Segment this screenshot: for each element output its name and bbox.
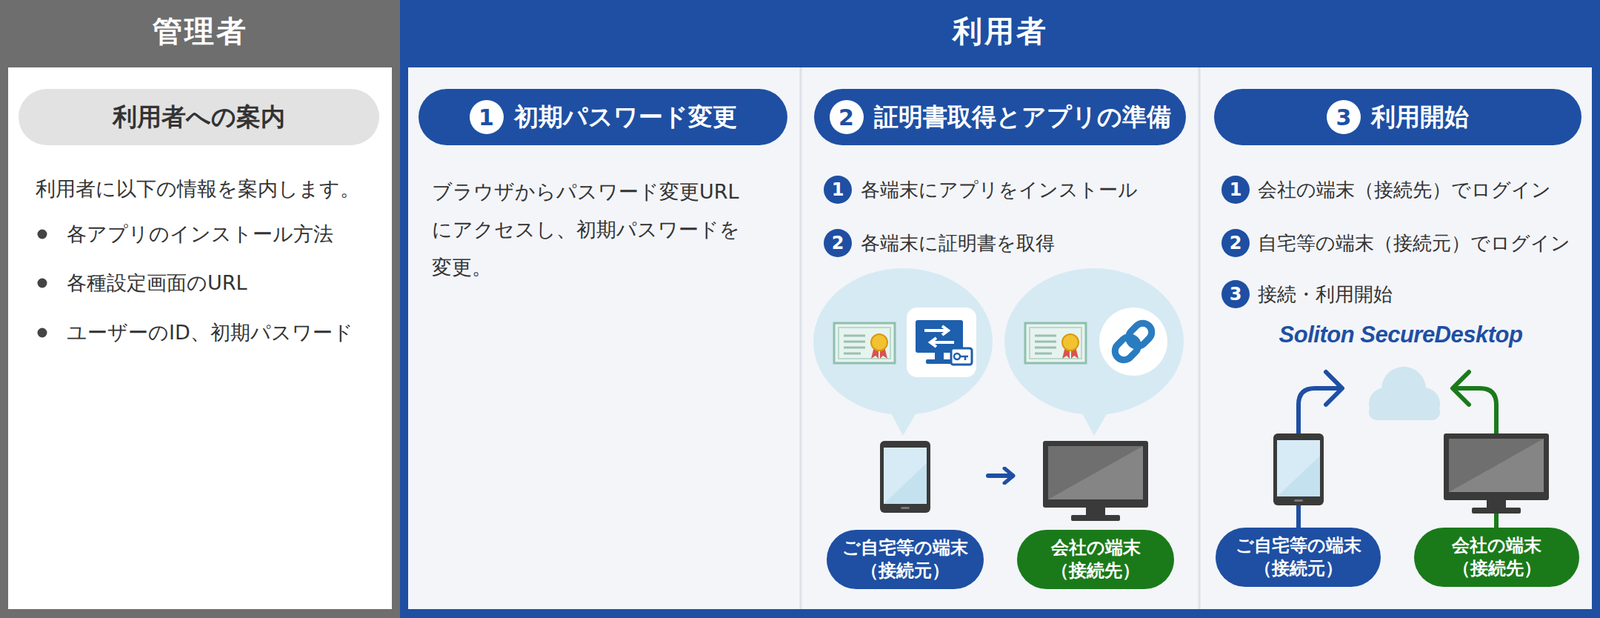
section-pill: 利用者への案内 [18, 88, 380, 146]
note-text: 各アプリのインストール方法 [66, 220, 334, 248]
step-pill: 2 証明書取得とアプリの準備 [814, 88, 1186, 146]
note-text: 各種設定画面のURL [66, 269, 248, 297]
role-column: 1 初期パスワード変更 2 証明書取得とアプリの準備 3 利用開始ご自宅等の端末 （接続元… [400, 0, 1600, 618]
column-divider [800, 67, 803, 609]
role-column: 利用者への案内 管理者 [0, 0, 400, 618]
note-text: ブラウザからパスワード変更URLにアクセスし、初期パスワードを変更。 [431, 172, 758, 286]
column-heading: 利用者 [400, 0, 1600, 63]
device-label: 会社の端末 （接続先） [1017, 437, 1175, 589]
device-name: ご自宅等の端末 （接続元） [826, 529, 984, 589]
step-title: 証明書取得とアプリの準備 [874, 100, 1172, 135]
tablet-device [880, 440, 931, 513]
user-ground [400, 0, 1600, 618]
column-heading: 管理者 [0, 0, 400, 63]
step-pill: 3 利用開始 [1214, 88, 1582, 146]
bullet-dots [37, 229, 48, 338]
callout-number: 1 [823, 175, 852, 204]
note-text: 利用者に以下の情報を案内します。 [35, 175, 360, 203]
list-item: 会社の端末（接続先）でログイン [1257, 177, 1552, 203]
list-item: 各端末にアプリをインストール [860, 177, 1138, 203]
admin-ground [0, 0, 400, 618]
list-item: 各端末に証明書を取得 [860, 230, 1055, 257]
device-label: ご自宅等の端末 （接続元） [1215, 429, 1381, 587]
note-text: ユーザーのID、初期パスワード [66, 319, 354, 346]
device-name: 会社の端末 （接続先） [1414, 527, 1580, 587]
product-logo: Soliton SecureDesktop [1279, 321, 1523, 349]
monitor-device [1042, 440, 1149, 521]
certificate-icon [1025, 322, 1086, 363]
tablet-device [1273, 433, 1324, 506]
callout-number: 1 [1221, 175, 1250, 204]
app-icon [906, 307, 977, 378]
link-icon [1099, 307, 1168, 376]
step-number: 2 [829, 100, 864, 135]
step-title: 初期パスワード変更 [514, 100, 738, 135]
device-label: ご自宅等の端末 （接続元） [826, 437, 984, 589]
flow-arrow [988, 473, 1013, 478]
device-name: ご自宅等の端末 （接続元） [1215, 527, 1381, 587]
list-item: 接続・利用開始 [1257, 281, 1393, 308]
callout-number: 3 [1221, 280, 1250, 309]
step-number: 3 [1326, 100, 1361, 135]
callout-number: 2 [1221, 228, 1250, 258]
admin-panel [8, 67, 392, 609]
user-panel [408, 67, 1592, 609]
speech-bubble [813, 268, 1184, 436]
monitor-device [1443, 433, 1549, 514]
step-title: 利用者への案内 [112, 100, 286, 135]
step-title: 利用開始 [1371, 100, 1469, 135]
device-name: 会社の端末 （接続先） [1017, 529, 1175, 589]
column-divider [1198, 67, 1201, 609]
device-label: 会社の端末 （接続先） [1414, 429, 1580, 587]
cloud [1368, 366, 1440, 420]
step-pill: 1 初期パスワード変更 [418, 88, 788, 146]
callout-number: 2 [823, 228, 852, 258]
certificate-icon [834, 322, 895, 363]
list-item: 自宅等の端末（接続元）でログイン [1257, 230, 1571, 257]
step-number: 1 [469, 100, 504, 135]
